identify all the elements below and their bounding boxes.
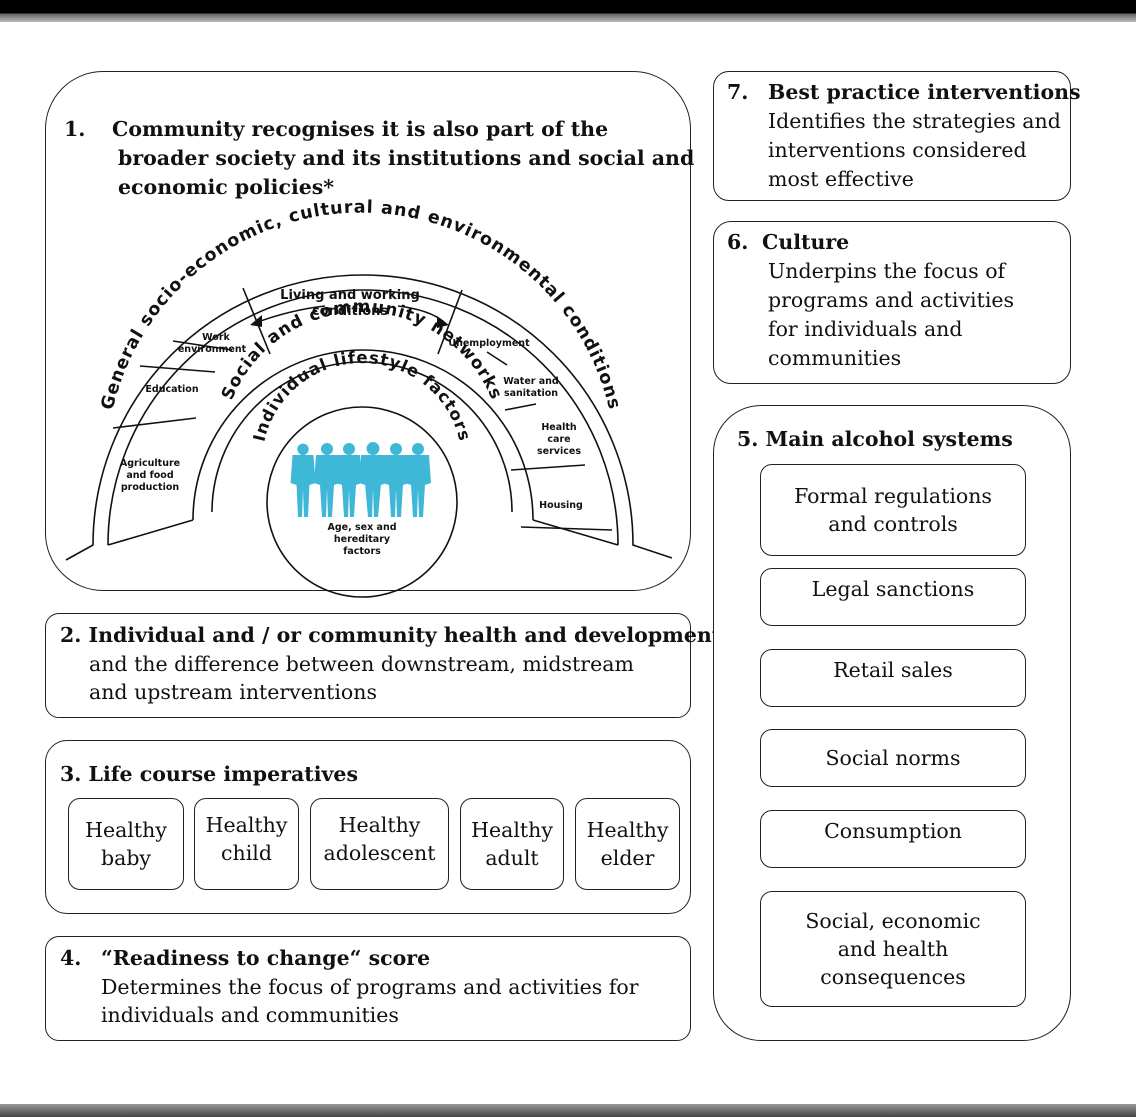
stage-label-line2: adult [485,846,539,870]
box-2-line2: and upstream interventions [89,680,377,704]
person-body [336,455,362,517]
person-body [359,455,387,517]
box-7-line1: Identifies the strategies and [768,109,1061,133]
box-7-line2: interventions considered [768,138,1027,162]
box-6-heading: Culture [762,230,850,254]
core-label-line2: hereditary [334,534,391,545]
stage-label-line2: adolescent [323,841,436,865]
system-social-norms: Social norms [760,729,1026,787]
system-label: Social norms [825,746,961,770]
box-7-number: 7. [727,80,749,104]
box-4-number: 4. [60,946,82,970]
person-head [297,443,309,455]
health-care-label-line2: care [547,434,570,445]
stage-label-line1: Healthy [586,818,669,842]
system-label-line1: Formal regulations [794,484,992,508]
system-consequences: Social, economic and health consequences [760,891,1026,1007]
stage-label-line1: Healthy [205,813,288,837]
box-1-heading-line2: broader society and its institutions and… [118,146,695,170]
person-body [383,455,409,517]
box-1-heading-line3: economic policies* [118,175,335,199]
person-body [314,455,340,517]
box-6-line2: programs and activities [768,288,1015,312]
svg-text:Individual lifestyle factors: Individual lifestyle factors [250,348,475,443]
box-3-heading: 3. Life course imperatives [60,762,359,786]
person-head [390,443,402,455]
system-label: Consumption [824,819,962,843]
system-label-line3: consequences [820,965,966,989]
top-rule [0,0,1136,22]
box-2-line1: and the difference between downstream, m… [89,652,634,676]
work-environment-label-line1: Work [202,332,230,343]
stage-healthy-adult: Healthy adult [460,798,564,890]
health-care-label-line1: Health [541,422,577,433]
agriculture-label-line3: production [121,482,180,493]
person-head [412,443,424,455]
box-5-alcohol-systems: 5. Main alcohol systems Formal regulatio… [713,405,1071,1041]
person-body [290,455,316,517]
education-label: Education [145,384,198,395]
work-environment-label-line2: environment [178,344,247,355]
box-4-heading: “Readiness to change“ score [101,946,431,970]
core-label-line1: Age, sex and [327,522,396,533]
agriculture-label-line2: and food [126,470,173,481]
box-6-number: 6. [727,230,749,254]
box-1-number: 1. [64,117,86,141]
stage-healthy-elder: Healthy elder [575,798,680,890]
bottom-rule [0,1104,1136,1117]
system-label-line2: and controls [828,512,958,536]
box-4-line2: individuals and communities [101,1003,399,1027]
system-label-line2: and health [837,937,949,961]
box-7-best-practice: 7. Best practice interventions Identifie… [713,71,1081,201]
agriculture-label-line1: Agriculture [120,458,180,469]
stage-label-line1: Healthy [85,818,167,842]
core-label-line3: factors [343,546,381,557]
stage-healthy-adolescent: Healthy adolescent [310,798,449,890]
system-label: Legal sanctions [811,577,975,601]
system-legal-sanctions: Legal sanctions [760,568,1026,626]
box-3-life-course: 3. Life course imperatives Healthy baby H… [45,740,691,914]
stage-healthy-baby: Healthy baby [68,798,184,890]
stage-label-line2: child [221,841,272,865]
water-sanitation-label-line1: Water and [503,376,559,387]
stage-label-line1: Healthy [471,818,553,842]
box-4-readiness-to-change: 4. “Readiness to change“ score Determine… [45,936,691,1041]
box-1-heading-line1: Community recognises it is also part of … [112,117,609,141]
box-7-heading: Best practice interventions [768,80,1081,104]
person-body [405,455,431,517]
box-2-heading: 2. Individual and / or community health … [60,623,722,647]
box-7-line3: most effective [768,167,914,191]
stage-label-line1: Healthy [338,813,421,837]
unemployment-label: Unemployment [448,338,530,349]
people-silhouettes-icon [290,442,431,517]
system-label-line1: Social, economic [805,909,981,933]
person-head [343,443,355,455]
box-6-line1: Underpins the focus of [768,259,1006,283]
inner-arc-label: Individual lifestyle factors [250,348,474,443]
box-6-line4: communities [768,346,902,370]
box-4-line1: Determines the focus of programs and act… [101,975,639,999]
box-5-heading: 5. Main alcohol systems [737,427,1013,451]
person-head [321,443,333,455]
stage-label-line2: elder [600,846,655,870]
housing-label: Housing [539,500,583,511]
box-2-health-development: 2. Individual and / or community health … [45,613,721,718]
health-care-label-line3: services [537,446,581,457]
stage-label-line2: baby [100,846,152,870]
box-6-line3: for individuals and [768,317,963,341]
stage-healthy-child: Healthy child [194,798,299,890]
box-6-culture: 6. Culture Underpins the focus of progra… [713,221,1071,384]
system-formal-regulations: Formal regulations and controls [760,464,1026,556]
system-consumption: Consumption [760,810,1026,868]
person-head [366,442,380,455]
box-1-broader-society: 1. Community recognises it is also part … [45,71,695,591]
living-working-label-line1: Living and working [280,288,420,303]
system-retail-sales: Retail sales [760,649,1026,707]
system-label: Retail sales [833,658,953,682]
living-working-label-line2: conditions [312,304,389,319]
water-sanitation-label-line2: sanitation [504,388,558,399]
